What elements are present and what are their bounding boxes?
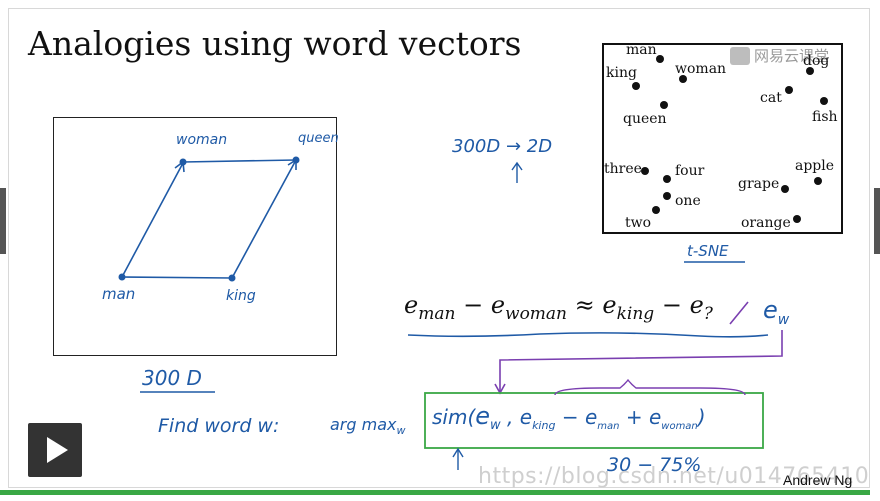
tsne-dot bbox=[820, 97, 828, 105]
tsne-word-apple: apple bbox=[795, 158, 835, 174]
sim-expression: sim(ew , eking − eman + ewoman) bbox=[432, 402, 706, 433]
argmax-arrow bbox=[452, 447, 464, 470]
tsne-dot bbox=[785, 86, 793, 94]
tsne-word-king: king bbox=[606, 65, 637, 81]
netease-logo: 网易云课堂 bbox=[730, 45, 829, 66]
play-button[interactable] bbox=[28, 423, 82, 477]
tsne-word-four: four bbox=[675, 163, 705, 179]
sim-box bbox=[424, 392, 764, 449]
tsne-plot bbox=[602, 43, 843, 234]
label-man: man bbox=[102, 285, 136, 303]
play-icon bbox=[47, 437, 68, 463]
tsne-dot bbox=[663, 192, 671, 200]
tsne-word-man: man bbox=[626, 42, 657, 58]
point-queen bbox=[292, 156, 300, 164]
prev-slide-tab[interactable] bbox=[0, 188, 6, 254]
tsne-dot bbox=[793, 215, 801, 223]
tsne-word-cat: cat bbox=[760, 90, 782, 106]
argmax-label: arg maxw bbox=[330, 415, 406, 438]
strike-question bbox=[729, 301, 749, 325]
dim-arrow bbox=[511, 161, 523, 183]
equation-underline bbox=[407, 332, 769, 338]
parallelogram-box bbox=[53, 117, 337, 356]
arrow-man-woman bbox=[121, 162, 184, 278]
tsne-word-fish: fish bbox=[812, 109, 838, 125]
tsne-dot bbox=[663, 175, 671, 183]
accuracy-note: 30 − 75% bbox=[607, 454, 702, 476]
edge-woman-queen bbox=[182, 159, 297, 163]
watermark: https://blog.csdn.net/u014765410 bbox=[478, 464, 870, 489]
tsne-dot bbox=[679, 75, 687, 83]
brace bbox=[554, 378, 746, 396]
tsne-word-queen: queen bbox=[623, 111, 667, 127]
hand-e-w: ew bbox=[763, 296, 790, 328]
analogy-equation: eman − ewoman ≈ eking − e? bbox=[404, 291, 713, 324]
arrow-king-queen bbox=[231, 159, 297, 279]
progress-bar[interactable] bbox=[0, 490, 870, 495]
tsne-dot bbox=[656, 55, 664, 63]
tsne-dot bbox=[632, 82, 640, 90]
note-300d-2d: 300D → 2D bbox=[452, 136, 553, 157]
find-word-label: Find word w: bbox=[158, 415, 280, 437]
tsne-dot bbox=[806, 67, 814, 75]
connector-arrow bbox=[499, 330, 783, 392]
tsne-dot bbox=[781, 185, 789, 193]
tsne-word-one: one bbox=[675, 193, 701, 209]
label-woman: woman bbox=[176, 132, 228, 148]
tsne-word-three: three bbox=[604, 161, 642, 177]
slide-title: Analogies using word vectors bbox=[28, 24, 522, 63]
tsne-word-grape: grape bbox=[738, 176, 780, 192]
tsne-word-woman: woman bbox=[675, 61, 727, 77]
next-slide-tab[interactable] bbox=[874, 188, 880, 254]
tsne-dot bbox=[641, 167, 649, 175]
label-king: king bbox=[226, 288, 256, 304]
tsne-dot bbox=[652, 206, 660, 214]
tsne-word-two: two bbox=[625, 215, 652, 231]
slide-frame bbox=[8, 8, 870, 488]
tsne-caption: t-SNE bbox=[687, 242, 729, 260]
label-300d: 300 D bbox=[142, 366, 202, 390]
logo-text: 网易云课堂 bbox=[754, 47, 830, 65]
parallelogram-arrows bbox=[121, 158, 297, 279]
tsne-dot bbox=[814, 177, 822, 185]
edge-man-king bbox=[121, 276, 233, 279]
netease-logo-icon bbox=[730, 46, 750, 65]
label-queen: queen bbox=[298, 131, 339, 146]
point-woman bbox=[179, 158, 187, 166]
parallelogram-points bbox=[118, 156, 300, 282]
tsne-dot bbox=[660, 101, 668, 109]
point-king bbox=[228, 274, 236, 282]
tsne-word-dog: dog bbox=[803, 53, 830, 69]
tsne-word-orange: orange bbox=[741, 215, 791, 231]
author-name: Andrew Ng bbox=[783, 472, 853, 488]
point-man bbox=[118, 273, 126, 281]
